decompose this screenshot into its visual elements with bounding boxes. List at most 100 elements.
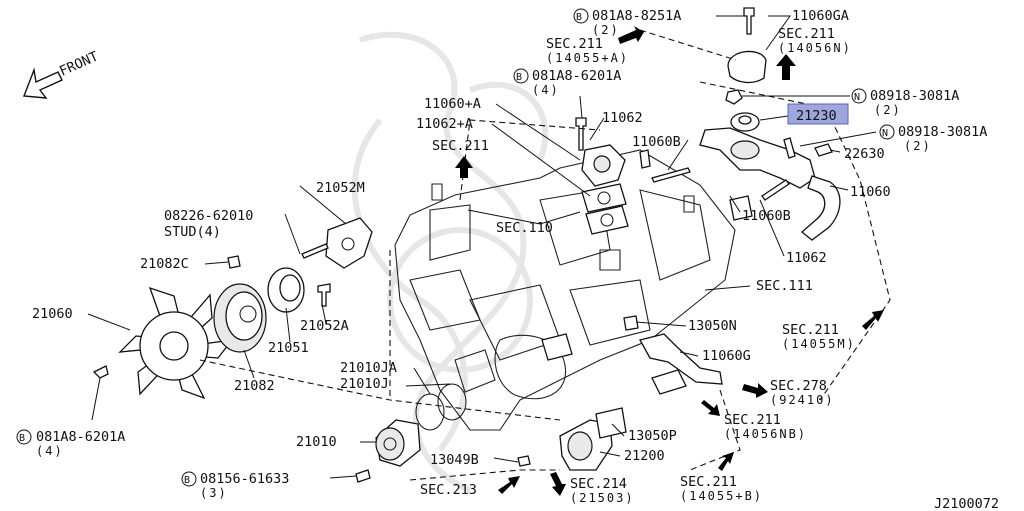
code-b2: 081A8-6201A	[532, 68, 621, 84]
qty-b4: (3)	[200, 486, 228, 500]
label-11060a: 11060+A	[424, 96, 481, 112]
label-08226: 08226-62010	[164, 208, 253, 224]
water-housing-a-group	[575, 117, 651, 235]
bolt-6201a-upper-icon	[575, 117, 587, 151]
label-11062-upper: 11062	[602, 110, 643, 126]
label-21010: 21010	[296, 434, 337, 450]
stud-11060b-upper	[651, 167, 691, 183]
label-11062a: 11062+A	[416, 116, 473, 132]
leader-lines	[87, 15, 877, 479]
sec-s8-line1: SEC.211	[724, 412, 781, 428]
label-21051: 21051	[268, 340, 309, 356]
label-13050n: 13050N	[688, 318, 737, 334]
sec-s11-line2: (21503)	[570, 491, 635, 505]
label-11060g: 11060G	[702, 348, 751, 364]
temp-sensor	[814, 143, 833, 157]
sec-s7-line2: (92410)	[770, 393, 835, 407]
callout-b4: B 08156-61633 (3)	[181, 471, 289, 500]
engine-block	[394, 149, 736, 431]
sec-s9-line2: (14055+B)	[680, 489, 763, 503]
callout-b3: B 081A8-6201A (4)	[16, 429, 125, 458]
arrow-s9-icon	[718, 452, 734, 471]
water-outlet-group	[651, 7, 841, 241]
front-direction-indicator: FRONT	[23, 49, 101, 99]
sec-s6-line2: (14055M)	[782, 337, 856, 351]
qty-b3: (4)	[36, 444, 64, 458]
pipe-11060g	[639, 333, 723, 385]
label-stud: STUD(4)	[164, 224, 221, 240]
cooling-fan-group	[92, 217, 373, 400]
qty-b1: (2)	[592, 23, 620, 37]
sec-s10-line1: SEC.213	[420, 482, 477, 498]
nut-3081a-upper	[725, 89, 743, 105]
callout-n1: N 08918-3081A (2)	[851, 88, 959, 117]
bolt-6201a-fan-icon	[92, 365, 109, 379]
sec-s6-line1: SEC.211	[782, 322, 839, 338]
sec-s7-line1: SEC.278	[770, 378, 827, 394]
arrow-s1-icon	[618, 26, 644, 44]
boundary-lines	[199, 29, 891, 481]
sec-s4-line1: SEC.110	[496, 220, 553, 236]
gasket-13050n	[623, 315, 639, 331]
highlight-21230	[787, 103, 849, 125]
sec-s9-line1: SEC.211	[680, 474, 737, 490]
label-13049b: 13049B	[430, 452, 479, 468]
section-references: SEC.211 (14055+A) SEC.211 (14056N) SEC.2…	[420, 26, 856, 505]
front-arrow-icon	[23, 67, 63, 99]
callout-n2: N 08918-3081A (2)	[879, 124, 987, 153]
callout-b2: B 081A8-6201A (4)	[513, 68, 621, 97]
section-arrows	[455, 26, 884, 496]
water-pump-group	[355, 315, 723, 483]
bolt-13049b-icon	[517, 455, 531, 467]
code-n1: 08918-3081A	[870, 88, 959, 104]
gasket-11062a	[581, 183, 627, 213]
sec-s2-line1: SEC.211	[778, 26, 835, 42]
arrow-s2-icon	[776, 54, 796, 80]
mark-b1: B	[576, 12, 582, 23]
label-11060ga: 11060GA	[792, 8, 849, 24]
label-21060: 21060	[32, 306, 73, 322]
label-21230: 21230	[796, 108, 837, 124]
bolt-8251a-icon	[743, 7, 755, 35]
bolt-21052a	[317, 283, 331, 307]
mark-n1: N	[854, 92, 860, 103]
arrow-s10-icon	[498, 476, 520, 494]
arrow-s7-icon	[742, 383, 768, 398]
sec-s5-line1: SEC.111	[756, 278, 813, 294]
sec-s1-line2: (14055+A)	[546, 51, 629, 65]
mark-b2: B	[516, 72, 522, 83]
callout-b1: B 081A8-8251A (2)	[573, 8, 681, 37]
front-label: FRONT	[57, 49, 101, 80]
arrow-s3-icon	[455, 156, 473, 178]
mark-b4: B	[184, 475, 190, 486]
sec-s2-line2: (14056N)	[778, 41, 852, 55]
label-11060b-upper: 11060B	[632, 134, 681, 150]
label-21052m: 21052M	[316, 180, 365, 196]
mark-b3: B	[19, 433, 25, 444]
label-22630: 22630	[844, 146, 885, 162]
label-21052a: 21052A	[300, 318, 349, 334]
code-b3: 081A8-6201A	[36, 429, 125, 445]
sec-s11-line1: SEC.214	[570, 476, 627, 492]
o-ring-21010j	[437, 383, 467, 421]
label-11060: 11060	[850, 184, 891, 200]
bolt-61633-icon	[355, 469, 371, 483]
bracket-21052m	[325, 217, 373, 269]
qty-n2: (2)	[904, 139, 932, 153]
sec-s1-line1: SEC.211	[546, 36, 603, 52]
label-21010j: 21010J	[340, 376, 389, 392]
qty-b2: (4)	[532, 83, 560, 97]
arrow-s6-icon	[862, 310, 884, 330]
mark-n2: N	[882, 128, 888, 139]
stud-08226	[301, 243, 329, 259]
part-labels: 11060GA 21230 22630 11060 11060B 11062 1…	[32, 8, 999, 511]
fan-21060	[118, 286, 234, 400]
gasket-11062	[729, 195, 753, 221]
thermostat-cover	[727, 50, 767, 84]
label-21010ja: 21010JA	[340, 360, 397, 376]
arrow-s8-icon	[701, 400, 720, 416]
stud-11060b-lower	[761, 179, 790, 201]
code-b4: 08156-61633	[200, 471, 289, 487]
nut-21082c	[227, 255, 241, 269]
